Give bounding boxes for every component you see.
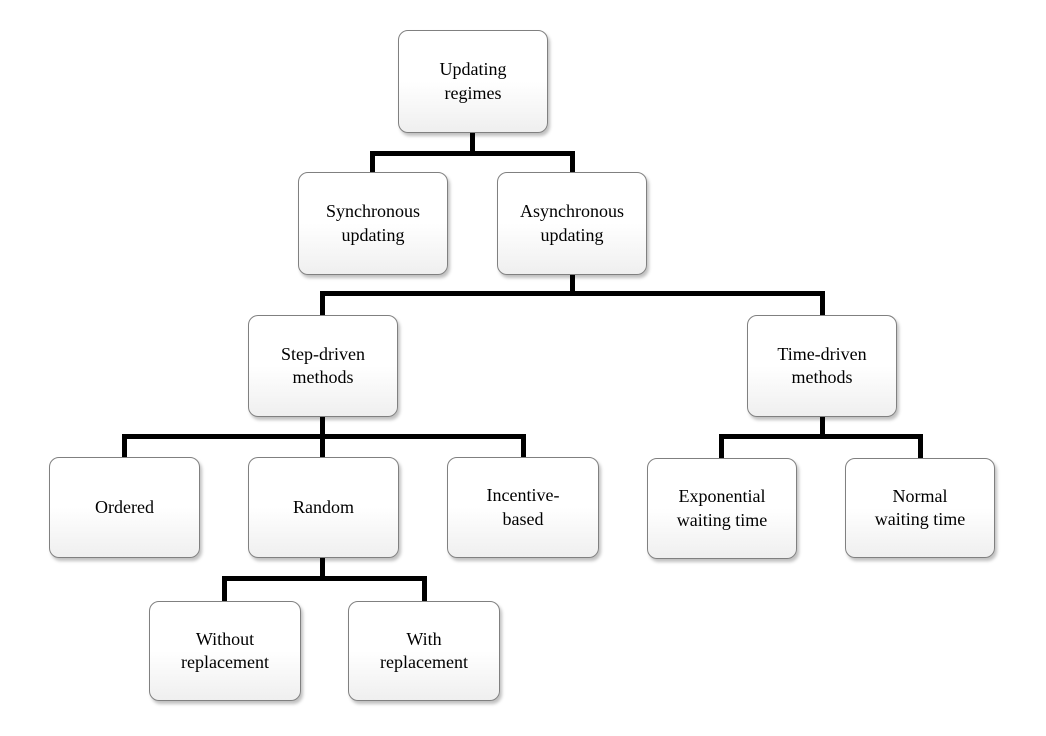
- connector-exponential-stub: [719, 434, 724, 459]
- connector-without-stub: [222, 576, 227, 602]
- node-label-line: Asynchronous: [520, 201, 624, 222]
- node-random: Random: [248, 457, 399, 558]
- connector-synchronous-stub: [370, 151, 375, 173]
- node-with-replacement: With replacement: [348, 601, 500, 701]
- node-normal-waiting-time: Normal waiting time: [845, 458, 995, 558]
- node-updating-regimes: Updating regimes: [398, 30, 548, 133]
- connector-with-stub: [422, 576, 427, 602]
- node-label-line: waiting time: [874, 509, 966, 529]
- node-label: Step-driven methods: [281, 343, 365, 389]
- connector-asynchronous-down: [570, 275, 575, 296]
- node-label: Exponential waiting time: [677, 485, 767, 531]
- connector-row2-horizontal: [370, 151, 575, 156]
- connector-random-children-horizontal: [222, 576, 427, 581]
- node-label-line: Without: [195, 628, 255, 649]
- connector-time-children-horizontal: [719, 434, 923, 439]
- connector-step-children-horizontal: [122, 434, 526, 439]
- connector-asynchronous-stub: [570, 151, 575, 173]
- node-label: Random: [293, 496, 354, 519]
- node-label-line: Updating: [439, 59, 507, 80]
- node-label-line: Time-driven: [777, 343, 867, 364]
- node-label-line: Exponential: [678, 486, 766, 507]
- node-label-line: replacement: [181, 652, 269, 672]
- node-label-line: With: [406, 628, 442, 649]
- node-label: Synchronous updating: [326, 200, 420, 246]
- connector-incentive-stub: [521, 434, 526, 458]
- node-exponential-waiting-time: Exponential waiting time: [647, 458, 797, 559]
- connector-row3-horizontal: [320, 291, 825, 296]
- node-label-line: Ordered: [95, 496, 154, 517]
- node-label-line: Step-driven: [281, 343, 365, 364]
- node-label: Asynchronous updating: [520, 200, 624, 246]
- connector-random-down: [320, 558, 325, 579]
- node-label-line: replacement: [380, 652, 468, 672]
- node-label: Ordered: [95, 496, 154, 519]
- connector-time-driven-stub: [820, 291, 825, 317]
- node-asynchronous-updating: Asynchronous updating: [497, 172, 647, 275]
- node-label-line: based: [502, 508, 544, 529]
- node-ordered: Ordered: [49, 457, 200, 558]
- node-without-replacement: Without replacement: [149, 601, 301, 701]
- node-step-driven-methods: Step-driven methods: [248, 315, 398, 417]
- node-synchronous-updating: Synchronous updating: [298, 172, 448, 275]
- node-label-line: methods: [292, 367, 354, 387]
- connector-updating-down: [470, 132, 475, 156]
- connector-step-driven-stub: [320, 291, 325, 317]
- node-label: Incentive- based: [487, 484, 560, 530]
- node-label-line: Synchronous: [326, 201, 420, 222]
- node-label-line: Normal: [892, 485, 948, 506]
- node-label: Normal waiting time: [875, 485, 965, 531]
- node-label-line: waiting time: [676, 509, 768, 530]
- node-label: Time-driven methods: [777, 343, 866, 389]
- connector-time-driven-down: [820, 417, 825, 437]
- node-label: With replacement: [380, 628, 468, 674]
- node-label-line: updating: [341, 224, 405, 245]
- node-label-line: regimes: [444, 82, 502, 103]
- node-label-line: methods: [791, 367, 853, 387]
- connector-normal-stub: [918, 434, 923, 459]
- node-time-driven-methods: Time-driven methods: [747, 315, 897, 417]
- node-label-line: updating: [540, 224, 604, 245]
- node-label: Updating regimes: [440, 58, 507, 104]
- node-label-line: Incentive-: [486, 485, 560, 506]
- connector-ordered-stub: [122, 434, 127, 458]
- node-label-line: Random: [293, 496, 354, 517]
- node-incentive-based: Incentive- based: [447, 457, 599, 558]
- node-label: Without replacement: [181, 628, 269, 674]
